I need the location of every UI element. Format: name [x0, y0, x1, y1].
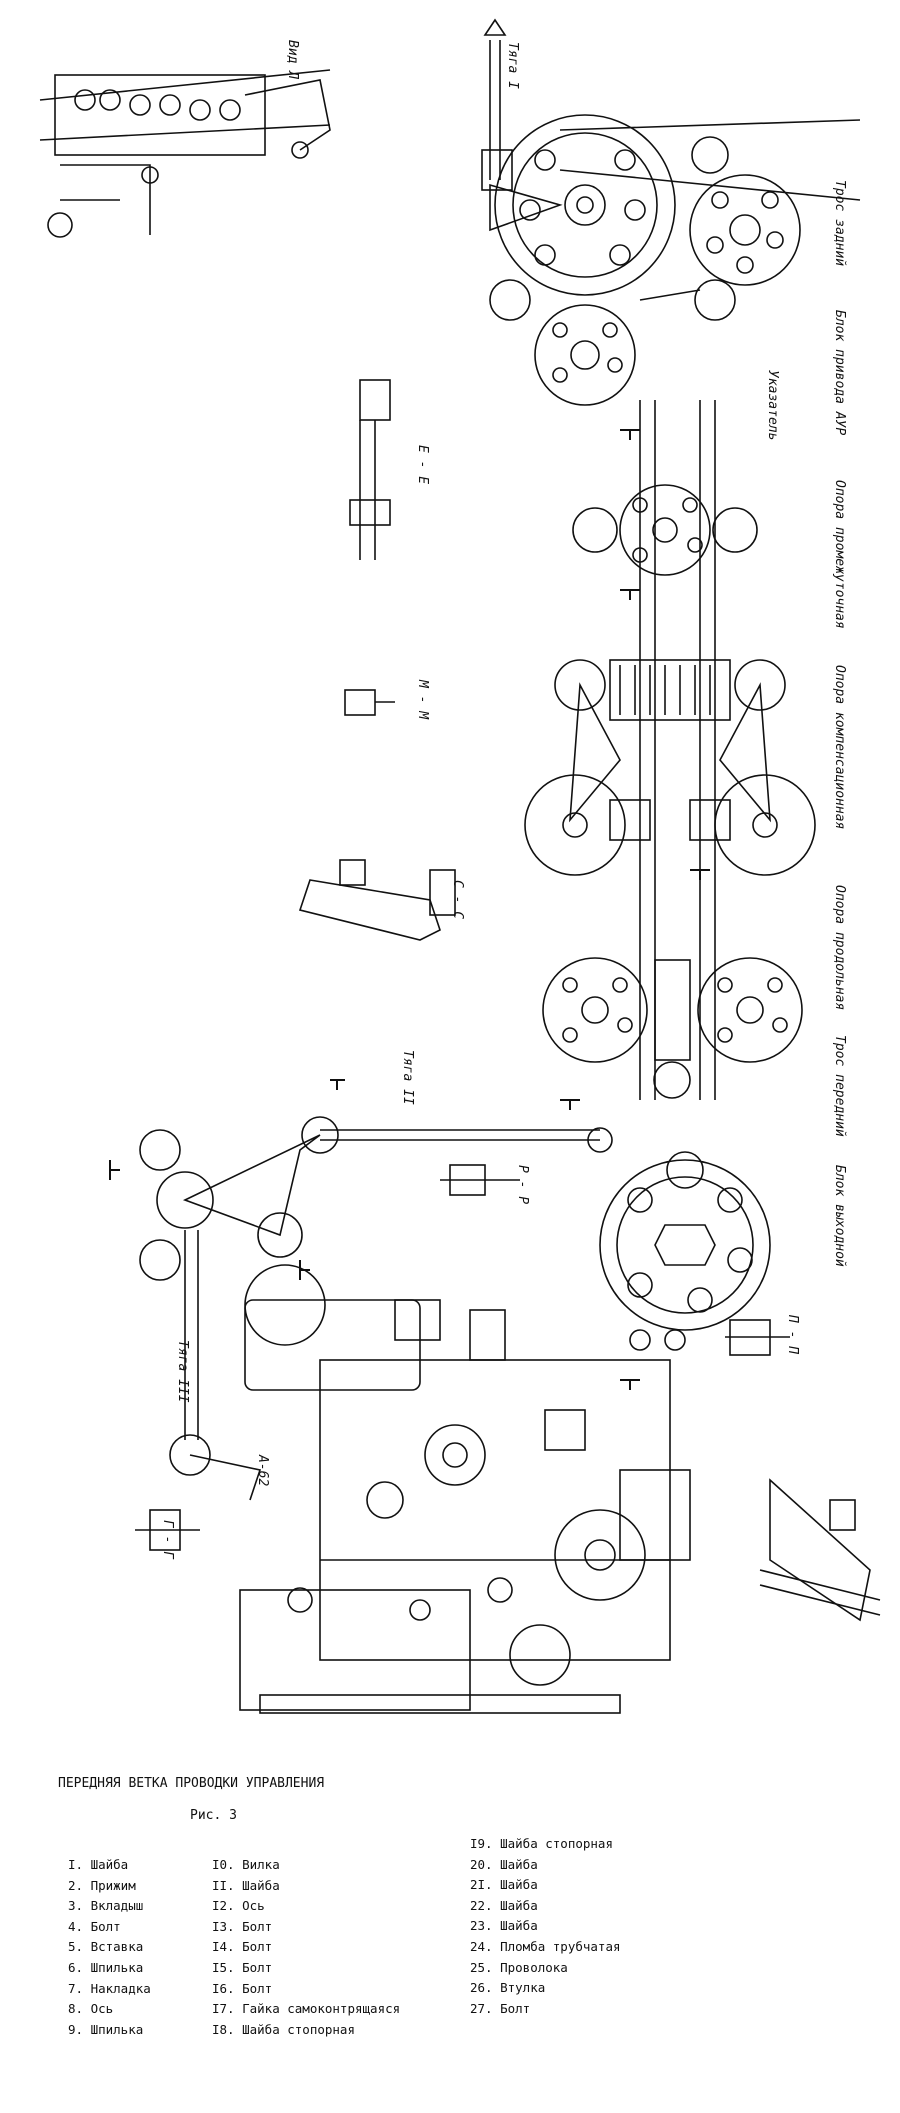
legend-item: II. Шайба — [212, 1877, 280, 1893]
legend-column-2: I0. Вилка II. Шайба I2. Ось I3. Болт I4.… — [212, 1855, 400, 2040]
aur-drive-block — [489, 114, 801, 406]
section-e-detail — [349, 379, 391, 560]
legend-column-1: I. Шайба 2. Прижим 3. Вкладыш 4. Болт 5.… — [68, 1855, 151, 2040]
label-tyaga-1: Тяга I — [505, 42, 520, 89]
label-view-l: Вид Л — [285, 40, 300, 80]
compensating-support — [524, 659, 816, 876]
legend-item: 6. Шпилька — [68, 1959, 144, 1975]
legend-item: 5. Вставка — [68, 1939, 144, 1955]
legend-item: I7. Гайка самоконтрящаяся — [212, 2001, 401, 2017]
label-compensating-support: Опора компенсационная — [832, 665, 847, 830]
legend-item: 3. Вкладыш — [68, 1898, 144, 1914]
label-intermediate-support: Опора промежуточная — [832, 480, 847, 629]
legend-item: I8. Шайба стопорная — [212, 2021, 355, 2037]
longitudinal-support — [542, 957, 803, 1099]
label-aur-drive-block: Блок привода АУР — [832, 310, 847, 436]
legend-item: 9. Шпилька — [68, 2021, 144, 2037]
legend-item: 20. Шайба — [470, 1856, 538, 1872]
legend-item: 25. Проволока — [470, 1959, 568, 1975]
figure-caption: ПЕРЕДНЯЯ ВЕТКА ПРОВОДКИ УПРАВЛЕНИЯ — [58, 1776, 325, 1791]
section-g-detail — [135, 1509, 200, 1551]
view-l-assembly — [39, 69, 331, 238]
label-section-pp: П - П — [785, 1315, 800, 1355]
label-section-ee: Е - Е — [415, 445, 430, 485]
legend-item: 2. Прижим — [68, 1877, 136, 1893]
legend-item: I3. Болт — [212, 1918, 273, 1934]
label-section-gg: Г - Г — [160, 1520, 175, 1560]
legend-item: 22. Шайба — [470, 1897, 538, 1913]
label-tyaga-3: Тяга III — [175, 1340, 190, 1403]
label-a62: А-62 — [255, 1455, 270, 1487]
legend-item: 2I. Шайба — [470, 1877, 538, 1893]
legend-item: 23. Шайба — [470, 1918, 538, 1934]
label-front-cable: Трос передний — [832, 1035, 847, 1137]
label-tyaga-2: Тяга II — [400, 1050, 415, 1105]
tyaga-2-rod — [301, 1116, 613, 1154]
legend-item: I5. Болт — [212, 1959, 273, 1975]
label-indicator: Указатель — [765, 370, 780, 441]
figure-number: Рис. 3 — [190, 1808, 237, 1823]
legend-column-3: I9. Шайба стопорная 20. Шайба 2I. Шайба … — [470, 1834, 621, 2019]
section-p-detail — [725, 1319, 790, 1356]
label-section-mm: М - М — [415, 680, 430, 720]
intermediate-support — [572, 484, 758, 576]
label-output-block: Блок выходной — [832, 1165, 847, 1267]
legend-item: 7. Накладка — [68, 1980, 151, 1996]
rear-cable — [559, 119, 861, 201]
label-section-rr: Р - Р — [515, 1165, 530, 1205]
legend-item: 24. Пломба трубчатая — [470, 1938, 621, 1954]
section-marks — [109, 429, 710, 1390]
section-m-detail — [344, 689, 395, 716]
label-longitudinal-support: Опора продольная — [832, 885, 847, 1011]
legend-item: 26. Втулка — [470, 1980, 546, 1996]
cable-runs — [639, 400, 716, 1100]
label-section-cc: С - С — [450, 880, 465, 920]
legend-item: I2. Ось — [212, 1898, 265, 1914]
legend-item: I6. Болт — [212, 1980, 273, 1996]
bottom-right-detail — [759, 1478, 881, 1622]
section-c-detail — [298, 859, 456, 941]
legend-item: I0. Вилка — [212, 1857, 280, 1872]
legend-item: I4. Болт — [212, 1939, 273, 1955]
label-rear-cable: Трос задний — [832, 180, 847, 267]
lever-assembly — [139, 1129, 321, 1501]
regulator-unit — [239, 1264, 691, 1714]
legend-item: 4. Болт — [68, 1918, 121, 1934]
section-r-detail — [440, 1164, 520, 1196]
control-linkage-drawing — [39, 18, 881, 1714]
legend-item: 27. Болт — [470, 2000, 531, 2016]
legend-item: 8. Ось — [68, 2001, 114, 2017]
legend-item: I9. Шайба стопорная — [470, 1836, 613, 1851]
legend-item: I. Шайба — [68, 1857, 129, 1872]
output-block — [599, 1151, 771, 1351]
